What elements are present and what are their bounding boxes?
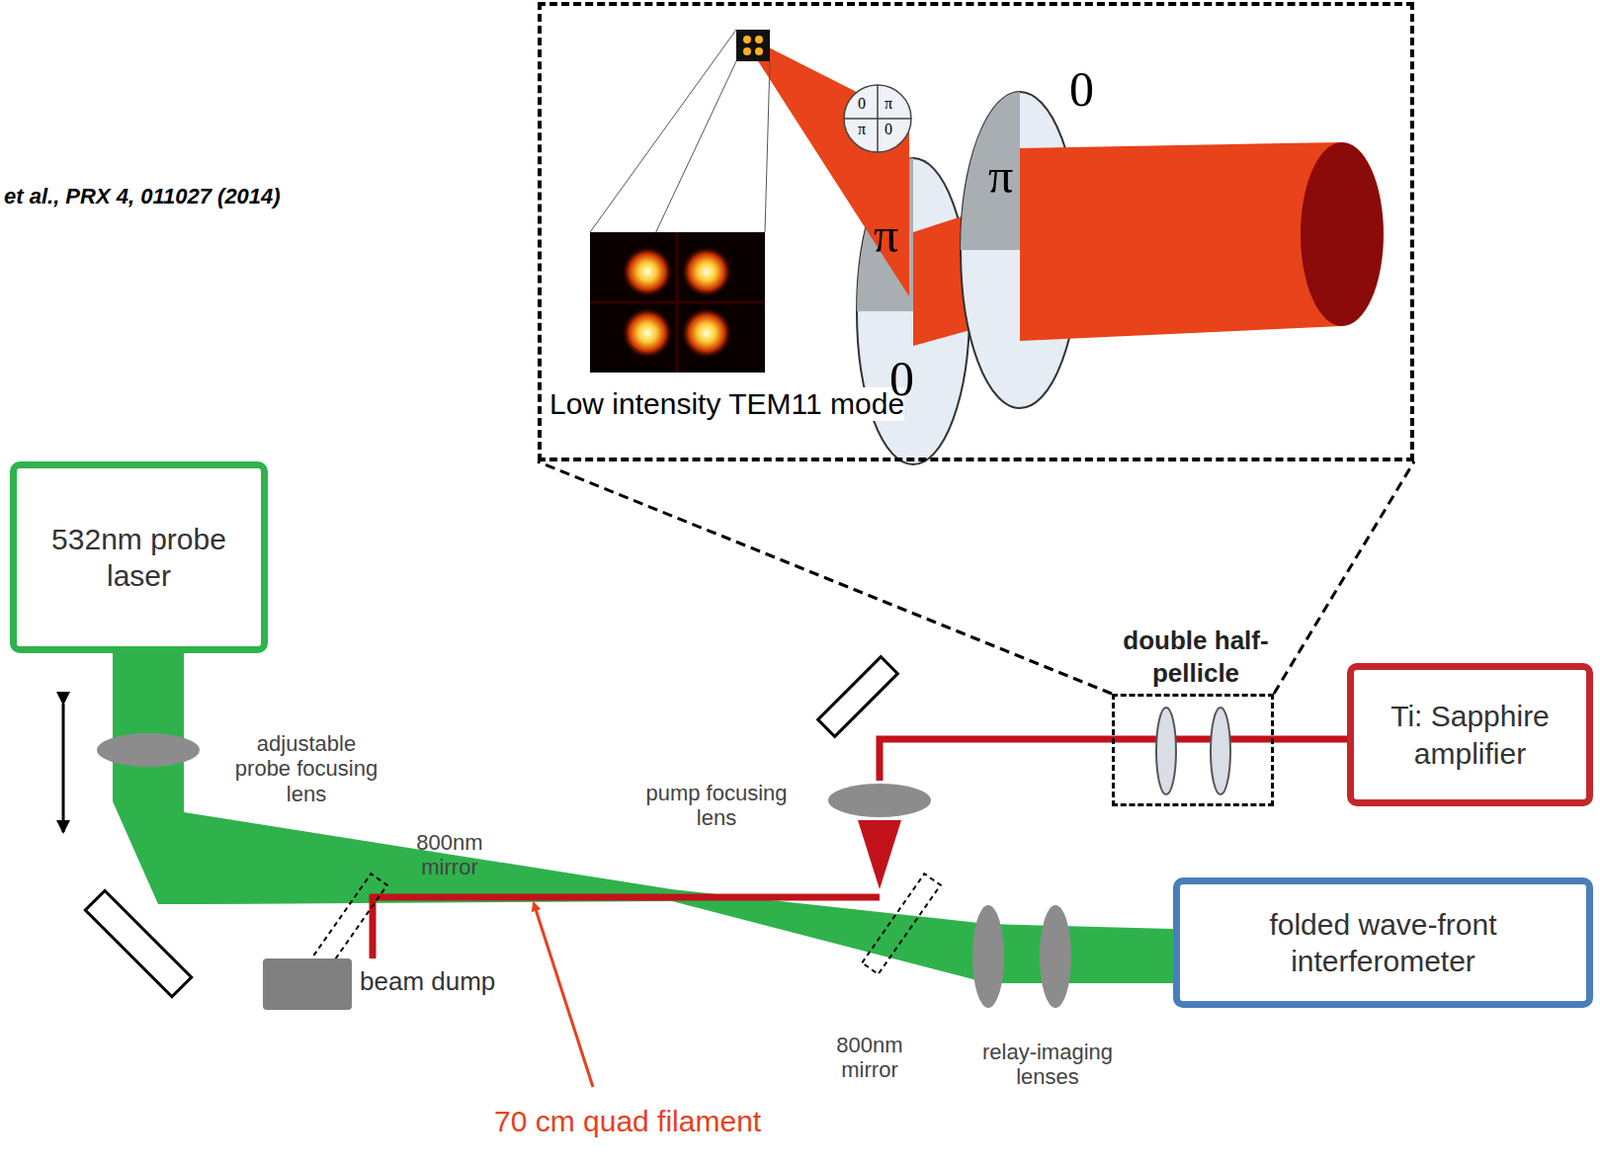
interferometer-box: folded wave-front interferometer — [1173, 877, 1594, 1009]
lens — [828, 783, 931, 818]
laser-box: 532nm probe laser — [9, 461, 268, 654]
dichroic-mirror — [861, 873, 940, 975]
component-label: pump focusing lens — [632, 780, 801, 832]
zoom-leader — [537, 461, 1112, 694]
lens — [972, 905, 1005, 1009]
probe-beam — [112, 653, 1174, 984]
phase-mark: π — [873, 207, 899, 265]
phase-mark: 0 — [1069, 61, 1095, 119]
phase-mark: 0 — [884, 120, 893, 139]
travel-arrow — [62, 703, 66, 833]
pellicle-box: double half-pellicle — [1111, 693, 1274, 807]
phase-mark: π — [884, 94, 893, 113]
node-text: folded wave-front interferometer — [1191, 906, 1575, 981]
mirror — [818, 657, 899, 738]
mirror — [84, 890, 191, 997]
zoom-leader — [1273, 461, 1415, 694]
node-text: 532nm probe laser — [30, 520, 248, 595]
node-text: beam dump — [359, 966, 496, 998]
lens — [1039, 905, 1072, 1009]
amplifier-box: Ti: Sapphire amplifier — [1347, 663, 1594, 807]
node-text: Low intensity TEM11 mode — [549, 387, 905, 422]
phase-mark: 0 — [857, 94, 866, 113]
leader-arrow — [533, 903, 593, 1088]
pellicle — [1210, 707, 1231, 795]
node-text: Ti: Sapphire amplifier — [1365, 697, 1575, 772]
phase-mark: 0 — [889, 350, 915, 409]
inset-box: Low intensity TEM11 mode — [537, 1, 1415, 462]
filament-label: 70 cm quad filament — [494, 1104, 761, 1140]
component-label: 800nm mirror — [820, 1032, 920, 1084]
component-label: adjustable probe focusing lens — [232, 731, 381, 807]
citation: et al., PRX 4, 011027 (2014) — [3, 183, 281, 209]
phase-mark: π — [857, 120, 866, 139]
component-label: relay-imaging lenses — [948, 1039, 1147, 1091]
component-label: 800nm mirror — [400, 830, 500, 881]
lens — [96, 733, 200, 767]
pellicle — [1156, 707, 1177, 795]
beam-dump: beam dump — [262, 958, 352, 1011]
phase-mark: π — [988, 148, 1013, 206]
node-text: double half-pellicle — [1085, 624, 1307, 689]
